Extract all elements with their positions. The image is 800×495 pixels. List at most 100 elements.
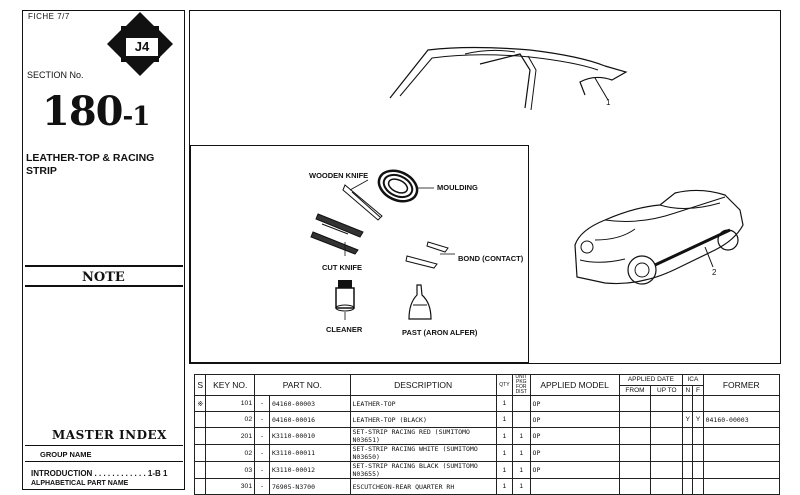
table-cell-dash: - <box>254 427 270 445</box>
index-entry-introduction[interactable]: INTRODUCTION . . . . . . . . . . . . 1-B… <box>31 469 168 478</box>
section-number-suffix: -1 <box>122 102 151 132</box>
table-cell-upto <box>650 427 684 445</box>
col-date: APPLIED DATE <box>618 374 684 386</box>
table-cell-dash: - <box>254 395 270 412</box>
table-cell-key: 201 <box>205 427 256 445</box>
table-cell-key: 02 <box>205 411 256 428</box>
parts-table: S KEY NO. PART NO. DESCRIPTION QTY UNIT … <box>193 374 781 495</box>
table-header-row: S KEY NO. PART NO. DESCRIPTION QTY UNIT … <box>193 374 781 396</box>
table-cell-from <box>618 444 652 462</box>
table-cell-f <box>692 395 704 412</box>
past-tube-icon <box>408 284 432 320</box>
group-name-label: GROUP NAME <box>40 450 92 459</box>
col-qty: QTY <box>495 374 513 396</box>
table-cell-n <box>682 444 694 462</box>
col-desc: DESCRIPTION <box>349 374 497 396</box>
illustration-frame <box>189 10 781 364</box>
note-divider-top <box>25 265 183 267</box>
col-s: S <box>193 374 207 396</box>
table-cell-dash: - <box>254 461 270 479</box>
table-cell-part: 76905-N3700 <box>268 478 351 495</box>
table-cell-from <box>618 461 652 479</box>
table-cell-qty: 1 <box>495 395 513 412</box>
table-cell-dash: - <box>254 478 270 495</box>
col-upto: UP TO <box>650 384 684 396</box>
col-n: N <box>682 384 694 396</box>
table-cell-unit: 1 <box>511 444 531 462</box>
table-cell-desc: LEATHER-TOP <box>349 395 497 412</box>
table-cell-model: OP <box>529 411 620 428</box>
table-cell-upto <box>650 478 684 495</box>
table-cell-part: 04160-00003 <box>268 395 351 412</box>
tools-inset-frame <box>190 145 529 363</box>
table-cell-part: 04160-00016 <box>268 411 351 428</box>
label-cleaner: CLEANER <box>326 325 363 334</box>
table-cell-desc: SET-STRIP RACING WHITE (SUMITOMO N03650) <box>349 444 497 462</box>
table-cell-model: OP <box>529 461 620 479</box>
table-cell-from <box>618 478 652 495</box>
wooden-knife-icon <box>342 184 383 221</box>
leather-top-illustration <box>389 46 628 111</box>
section-label: SECTION No. <box>27 70 84 80</box>
note-heading: NOTE <box>82 270 125 285</box>
table-cell-upto <box>650 411 684 428</box>
group-title: LEATHER-TOP & RACING STRIP <box>26 152 155 177</box>
group-name-divider <box>25 461 183 462</box>
table-cell-f <box>692 461 704 479</box>
col-from: FROM <box>618 384 652 396</box>
table-cell-former <box>702 427 781 445</box>
table-cell-from <box>618 427 652 445</box>
cleaner-can-icon <box>335 280 355 312</box>
col-part: PART NO. <box>254 374 351 396</box>
table-cell-former <box>702 478 781 495</box>
table-cell-part: K3110-00010 <box>268 427 351 445</box>
table-cell-n <box>682 427 694 445</box>
table-cell-unit: 1 <box>511 427 531 445</box>
fiche-number: FICHE 7/7 <box>28 12 70 21</box>
table-cell-from <box>618 411 652 428</box>
table-cell-upto <box>650 461 684 479</box>
col-former: FORMER <box>702 374 781 396</box>
master-index-heading: MASTER INDEX <box>52 428 167 442</box>
table-cell-s <box>193 411 207 428</box>
table-cell-model: OP <box>529 395 620 412</box>
table-cell-qty: 1 <box>495 411 513 428</box>
table-cell-n: Y <box>682 411 694 428</box>
callout-racing-strip: 2 <box>712 268 717 277</box>
table-cell-desc: LEATHER-TOP (BLACK) <box>349 411 497 428</box>
table-cell-n <box>682 478 694 495</box>
table-cell-former <box>702 444 781 462</box>
table-cell-unit <box>511 411 531 428</box>
section-number-main: 180 <box>42 88 123 135</box>
table-cell-desc: SET-STRIP RACING BLACK (SUMITOMO N03655) <box>349 461 497 479</box>
col-f: F <box>692 384 704 396</box>
table-cell-part: K3110-00012 <box>268 461 351 479</box>
table-cell-qty: 1 <box>495 461 513 479</box>
table-cell-part: K3110-00011 <box>268 444 351 462</box>
table-cell-n <box>682 395 694 412</box>
table-cell-f <box>692 427 704 445</box>
table-cell-f <box>692 444 704 462</box>
table-cell-upto <box>650 444 684 462</box>
cut-knife-icon <box>310 213 364 255</box>
table-cell-dash: - <box>254 411 270 428</box>
table-cell-f <box>692 478 704 495</box>
label-moulding: MOULDING <box>437 183 478 192</box>
table-cell-former <box>702 461 781 479</box>
table-cell-dash: - <box>254 444 270 462</box>
table-cell-unit <box>511 395 531 412</box>
table-cell-former <box>702 395 781 412</box>
note-divider-bottom <box>25 285 183 287</box>
table-cell-s <box>193 478 207 495</box>
label-wooden-knife: WOODEN KNIFE <box>309 171 369 180</box>
table-cell-key: 101 <box>205 395 256 412</box>
table-cell-key: 03 <box>205 461 256 479</box>
table-cell-unit: 1 <box>511 478 531 495</box>
